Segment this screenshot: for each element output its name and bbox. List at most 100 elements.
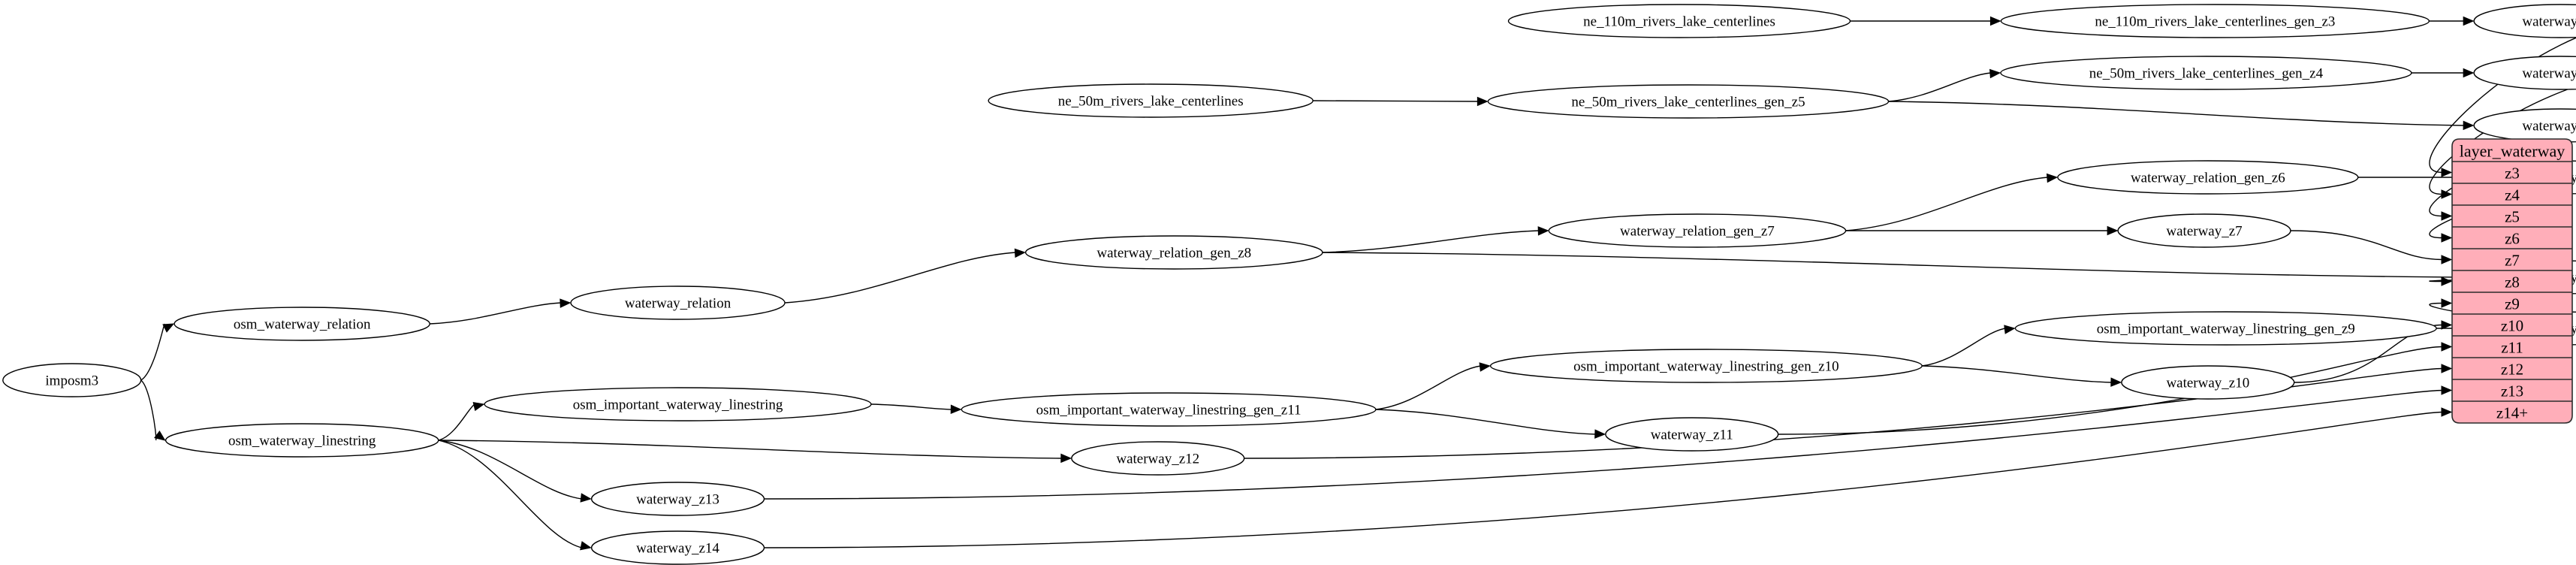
layer-row-z9[interactable]: z9 [2505, 295, 2520, 313]
node-label: waterway_z3 [2522, 14, 2576, 30]
edge-waterway_relation_gen_z8-to-waterway_z8 [1322, 252, 2465, 278]
node-label: ne_110m_rivers_lake_centerlines [1583, 14, 1775, 30]
edge-waterway_z14-to-layer_waterway_z14_ [764, 411, 2443, 548]
node-label: osm_waterway_relation [234, 317, 371, 333]
node-shape[interactable] [2057, 160, 2359, 195]
layer-row-z5[interactable]: z5 [2505, 208, 2520, 226]
node-ne_110m_rivers_lake_centerlines[interactable]: ne_110m_rivers_lake_centerlines [1507, 4, 1851, 38]
edge-arrowhead [2441, 364, 2453, 373]
node-ne_50m_rivers_lake_centerlines_gen_z5[interactable]: ne_50m_rivers_lake_centerlines_gen_z5 [1487, 84, 1890, 119]
edge-arrowhead [472, 401, 485, 412]
layer-row-z8[interactable]: z8 [2505, 273, 2520, 292]
node-shape[interactable] [2473, 4, 2576, 38]
node-shape[interactable] [173, 307, 430, 341]
edge-osm_important_waterway_linestring_gen_z11-to-osm_important_waterway_linestring_gen_z10 [1375, 365, 1481, 410]
node-label: osm_important_waterway_linestring_gen_z9 [2097, 322, 2355, 337]
node-waterway_relation_gen_z6[interactable]: waterway_relation_gen_z6 [2057, 160, 2359, 195]
node-shape[interactable] [988, 83, 1314, 118]
node-shape[interactable] [1507, 4, 1851, 38]
node-shape[interactable] [1071, 441, 1245, 476]
layer-row-z7[interactable]: z7 [2505, 252, 2520, 270]
node-osm_waterway_linestring[interactable]: osm_waterway_linestring [164, 423, 439, 458]
node-ne_50m_rivers_lake_centerlines[interactable]: ne_50m_rivers_lake_centerlines [988, 83, 1314, 118]
layer-waterway-box [2451, 138, 2573, 424]
node-waterway_z10[interactable]: waterway_z10 [2121, 365, 2295, 400]
edge-arrowhead [1060, 453, 1072, 464]
node-label: ne_50m_rivers_lake_centerlines_gen_z5 [1571, 95, 1805, 110]
node-label: waterway_relation_gen_z7 [1620, 224, 1775, 240]
layer-row-z10[interactable]: z10 [2501, 317, 2523, 335]
node-shape[interactable] [1548, 213, 1847, 248]
node-ne_50m_rivers_lake_centerlines_gen_z4[interactable]: ne_50m_rivers_lake_centerlines_gen_z4 [2000, 56, 2412, 90]
edge-arrowhead [2463, 68, 2475, 78]
node-imposm3[interactable]: imposm3 [2, 363, 142, 397]
layer-row-z13[interactable]: z13 [2501, 382, 2523, 400]
edge-waterway_relation_gen_z7-to-waterway_relation_gen_z6 [1845, 177, 2048, 231]
edge-ne_50m_rivers_lake_centerlines_gen_z5-to-waterway_z5 [1888, 101, 2465, 126]
edge-arrowhead [2441, 255, 2453, 264]
node-waterway_z3[interactable]: waterway_z3 [2473, 4, 2576, 38]
node-shape[interactable] [2117, 213, 2291, 248]
layer-row-z11[interactable]: z11 [2501, 339, 2523, 357]
node-shape[interactable] [164, 423, 439, 458]
node-shape[interactable] [2121, 365, 2295, 400]
node-label: osm_important_waterway_linestring_gen_z1… [1573, 359, 1839, 375]
edge-arrowhead [2107, 225, 2119, 236]
node-waterway_z13[interactable]: waterway_z13 [590, 482, 765, 516]
node-waterway_z12[interactable]: waterway_z12 [1071, 441, 1245, 476]
edge-osm_important_waterway_linestring-to-osm_important_waterway_linestring_gen_z11 [870, 403, 952, 410]
node-label: waterway_z13 [636, 492, 719, 508]
edge-imposm3-to-osm_waterway_relation [140, 323, 165, 381]
node-shape[interactable] [2000, 56, 2412, 90]
node-osm_important_waterway_linestring_gen_z11[interactable]: osm_important_waterway_linestring_gen_z1… [961, 392, 1377, 427]
edge-osm_important_waterway_linestring_gen_z10-to-osm_important_waterway_linestring_gen_z9 [1922, 328, 2006, 367]
node-shape[interactable] [1024, 235, 1323, 270]
edge-arrowhead [2441, 298, 2453, 308]
node-waterway_relation_gen_z7[interactable]: waterway_relation_gen_z7 [1548, 213, 1847, 248]
edge-waterway_z12-to-layer_waterway_z12 [1244, 367, 2443, 459]
node-waterway_z4[interactable]: waterway_z4 [2473, 56, 2576, 90]
node-osm_important_waterway_linestring_gen_z10[interactable]: osm_important_waterway_linestring_gen_z1… [1489, 349, 1923, 383]
edge-arrowhead [2441, 276, 2453, 286]
node-waterway_z7[interactable]: waterway_z7 [2117, 213, 2291, 248]
edges-layer [140, 16, 2576, 551]
edge-arrowhead [580, 541, 592, 551]
node-osm_waterway_relation[interactable]: osm_waterway_relation [173, 307, 430, 341]
node-waterway_z14[interactable]: waterway_z14 [590, 530, 765, 565]
node-shape[interactable] [961, 392, 1377, 427]
edge-waterway_z4-to-layer_waterway_z4 [2429, 86, 2576, 195]
node-ne_110m_rivers_lake_centerlines_gen_z3[interactable]: ne_110m_rivers_lake_centerlines_gen_z3 [2000, 4, 2430, 38]
node-shape[interactable] [484, 387, 872, 421]
layer-row-z12[interactable]: z12 [2501, 361, 2523, 379]
edge-arrowhead [2441, 168, 2453, 177]
node-waterway_relation_gen_z8[interactable]: waterway_relation_gen_z8 [1024, 235, 1323, 270]
edge-osm_waterway_linestring-to-waterway_z12 [438, 440, 1062, 459]
node-osm_important_waterway_linestring[interactable]: osm_important_waterway_linestring [484, 387, 872, 421]
node-shape[interactable] [570, 286, 786, 320]
node-shape[interactable] [2, 363, 142, 397]
node-label: waterway_z14 [636, 541, 719, 557]
layer-row-z4[interactable]: z4 [2505, 186, 2520, 204]
layer-row-z14plus[interactable]: z14+ [2496, 404, 2528, 422]
node-shape[interactable] [1605, 417, 1779, 452]
node-waterway_relation[interactable]: waterway_relation [570, 286, 786, 320]
node-waterway_z5[interactable]: waterway_z5 [2473, 108, 2576, 143]
layer-row-z3[interactable]: z3 [2505, 165, 2520, 183]
edge-arrowhead [2463, 120, 2475, 131]
node-shape[interactable] [590, 482, 765, 516]
node-shape[interactable] [2473, 56, 2576, 90]
node-shape[interactable] [590, 530, 765, 565]
node-waterway_z11[interactable]: waterway_z11 [1605, 417, 1779, 452]
layer-row-z6[interactable]: z6 [2505, 230, 2520, 248]
node-shape[interactable] [2014, 311, 2437, 346]
layer-waterway-table: layer_waterwayz3z4z5z6z7z8z9z10z11z12z13… [2451, 138, 2573, 424]
edge-arrowhead [2046, 173, 2059, 183]
node-osm_important_waterway_linestring_gen_z9[interactable]: osm_important_waterway_linestring_gen_z9 [2014, 311, 2437, 346]
node-shape[interactable] [2000, 4, 2430, 38]
node-shape[interactable] [1489, 349, 1923, 383]
node-shape[interactable] [1487, 84, 1890, 119]
node-label: waterway_relation_gen_z6 [2131, 171, 2285, 186]
node-label: ne_50m_rivers_lake_centerlines_gen_z4 [2089, 66, 2324, 82]
edge-arrowhead [580, 493, 592, 503]
